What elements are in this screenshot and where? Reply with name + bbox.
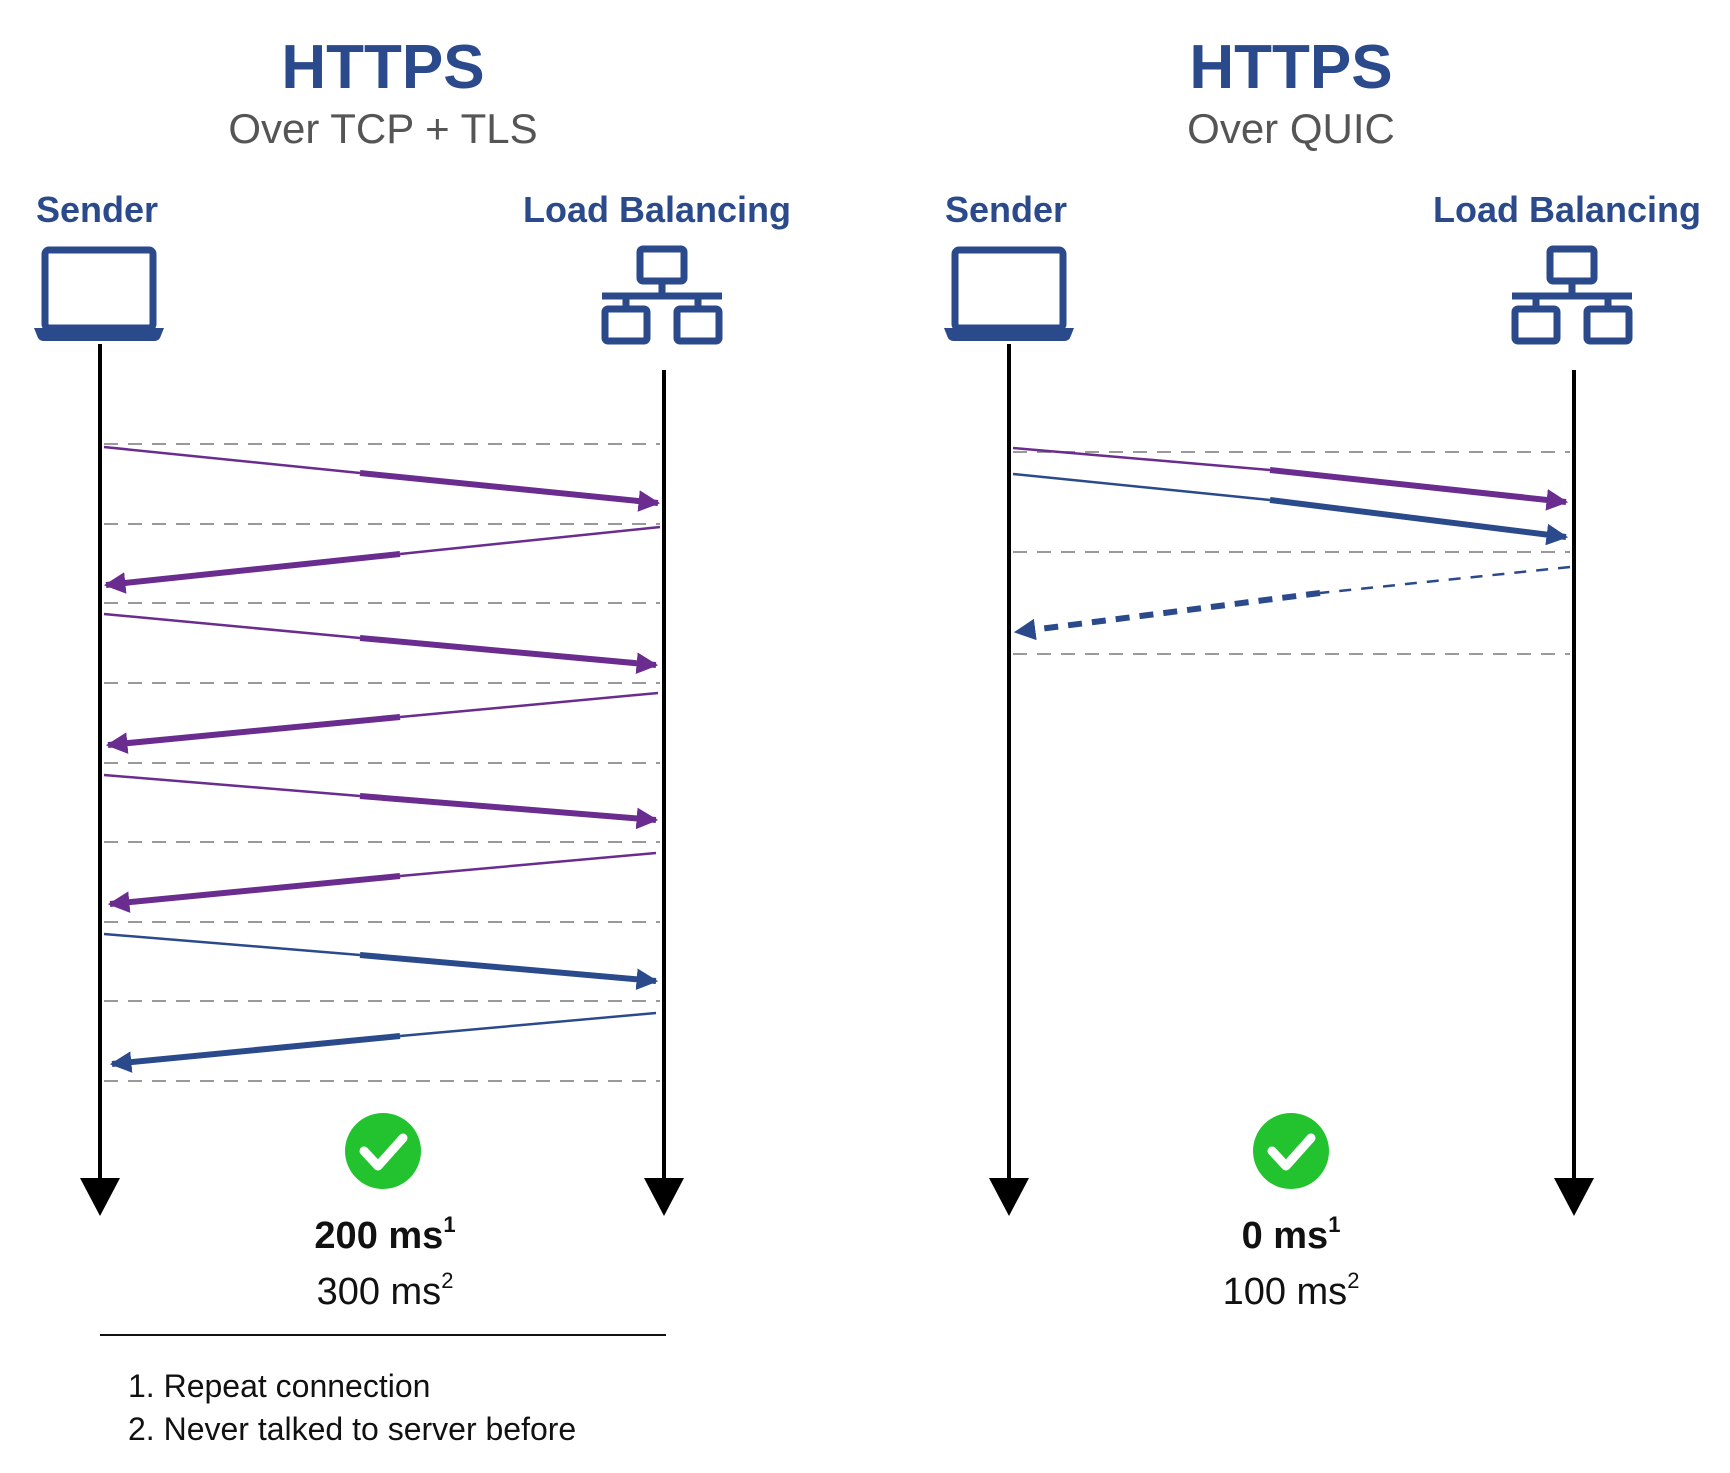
panel-quic: HTTPS Over QUIC Sender Load Balancing [944, 33, 1701, 1313]
panel-tcp-tls: HTTPS Over TCP + TLS Sender Load Balanci… [34, 33, 791, 1447]
actor-sender: Sender [36, 189, 158, 230]
message-arrow [103, 932, 659, 991]
latency-first-connection: 100 ms2 [1223, 1268, 1360, 1313]
message-arrow-dashed [1013, 565, 1571, 641]
actor-sender: Sender [945, 189, 1067, 230]
time-step-guides [104, 443, 660, 1082]
message-arrow [107, 851, 657, 913]
load-balancer-timeline-arrowhead [1554, 1178, 1594, 1216]
latency-repeat-connection: 200 ms1 [314, 1212, 455, 1257]
footnote-2: 2. Never talked to server before [128, 1411, 576, 1447]
panel-title: HTTPS [281, 33, 484, 102]
message-arrow [103, 612, 659, 674]
network-icon [601, 245, 723, 345]
time-step-guides [1013, 451, 1570, 655]
load-balancer-timeline-arrowhead [644, 1178, 684, 1216]
message-arrow [103, 525, 661, 594]
handshake-messages [103, 445, 661, 1073]
panel-title: HTTPS [1189, 33, 1392, 102]
message-arrow [105, 691, 659, 754]
check-circle-icon [1253, 1113, 1329, 1189]
actor-load-balancing: Load Balancing [523, 189, 791, 230]
latency-repeat-connection: 0 ms1 [1242, 1212, 1341, 1257]
message-arrow [103, 773, 659, 830]
message-arrow [1012, 472, 1569, 546]
laptop-icon [944, 246, 1074, 341]
message-arrow [109, 1011, 657, 1073]
sender-timeline-arrowhead [80, 1178, 120, 1216]
latency-first-connection: 300 ms2 [317, 1268, 454, 1313]
actor-load-balancing: Load Balancing [1433, 189, 1701, 230]
message-arrow [103, 445, 661, 512]
laptop-icon [34, 246, 164, 341]
check-circle-icon [345, 1113, 421, 1189]
footnote-1: 1. Repeat connection [128, 1368, 430, 1404]
message-arrow [1012, 446, 1569, 511]
handshake-messages [1012, 446, 1571, 641]
sender-timeline-arrowhead [989, 1178, 1029, 1216]
network-icon [1511, 245, 1633, 345]
panel-subtitle: Over QUIC [1187, 105, 1395, 152]
panel-subtitle: Over TCP + TLS [228, 105, 537, 152]
